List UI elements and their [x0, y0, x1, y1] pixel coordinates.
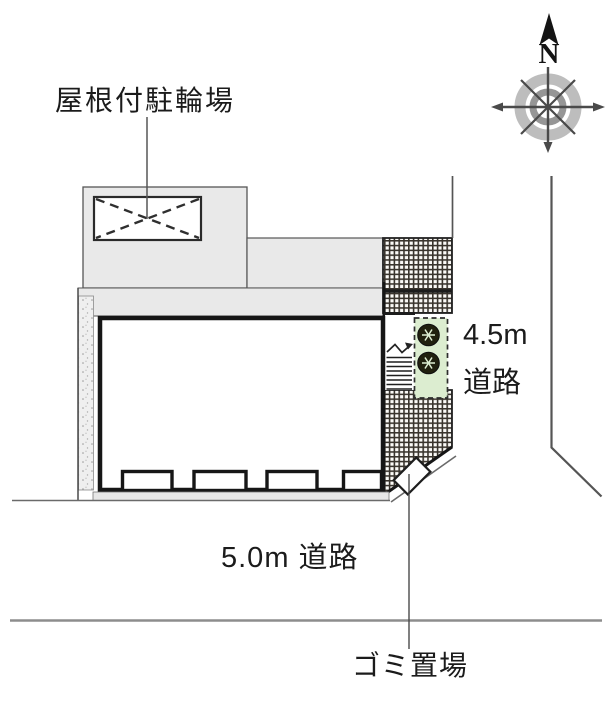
garbage-label: ゴミ置場	[352, 650, 469, 681]
bicycle-parking-area	[92, 117, 203, 242]
entrance-arrow-icon	[386, 342, 413, 354]
compass-north-label: N	[538, 38, 560, 70]
road-east-label: 4.5m 道路	[463, 311, 527, 407]
compass-rose-icon	[491, 13, 605, 153]
stairs-icon	[386, 356, 412, 390]
entrance-approach	[384, 312, 415, 390]
road-east-width: 4.5m	[463, 319, 528, 351]
tree-icon	[417, 351, 440, 375]
north-arrow-icon	[539, 13, 559, 45]
garbage-area	[392, 456, 432, 649]
tree-icon	[417, 323, 440, 347]
road-south-label: 5.0m 道路	[221, 542, 359, 574]
main-building	[97, 315, 386, 493]
road-east-name: 道路	[463, 367, 522, 399]
planting-strip	[413, 317, 449, 399]
road-edges	[10, 176, 603, 622]
bicycle-parking-label: 屋根付駐輪場	[55, 85, 236, 116]
balcony-notches	[120, 469, 384, 493]
